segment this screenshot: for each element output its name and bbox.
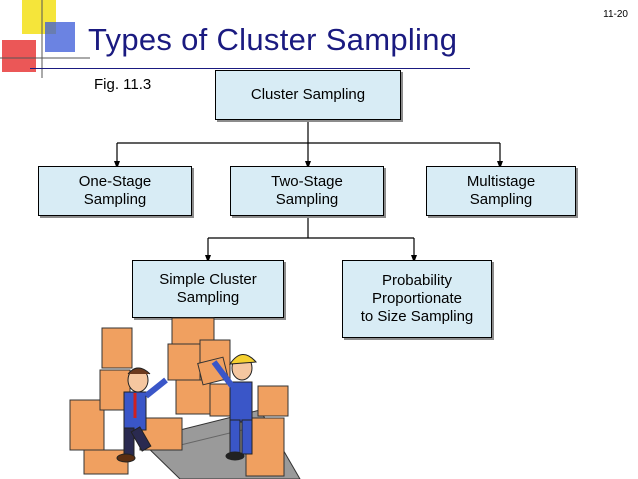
- corner-decoration: [0, 0, 90, 78]
- slide-number: 11-20: [603, 9, 628, 20]
- box-multistage-label: Multistage Sampling: [466, 173, 536, 208]
- box-one-stage-label: One-Stage Sampling: [78, 173, 152, 208]
- box-one-stage-sampling: One-Stage Sampling: [38, 166, 192, 216]
- title-underline: [30, 68, 470, 69]
- box-cluster-sampling: Cluster Sampling: [215, 70, 401, 120]
- box-pps-label: Probability Proportionate to Size Sampli…: [360, 272, 474, 325]
- figure-label: Fig. 11.3: [94, 76, 152, 93]
- box-pps-sampling: Probability Proportionate to Size Sampli…: [342, 260, 492, 338]
- slide-title: Types of Cluster Sampling: [88, 22, 458, 57]
- box-simple-cluster-sampling: Simple Cluster Sampling: [132, 260, 284, 318]
- box-two-stage-sampling: Two-Stage Sampling: [230, 166, 384, 216]
- box-cluster-sampling-label: Cluster Sampling: [250, 86, 366, 103]
- box-two-stage-label: Two-Stage Sampling: [271, 173, 343, 208]
- box-simple-cluster-label: Simple Cluster Sampling: [159, 271, 257, 306]
- box-multistage-sampling: Multistage Sampling: [426, 166, 576, 216]
- cartoon-workers-with-boxes: [69, 317, 301, 479]
